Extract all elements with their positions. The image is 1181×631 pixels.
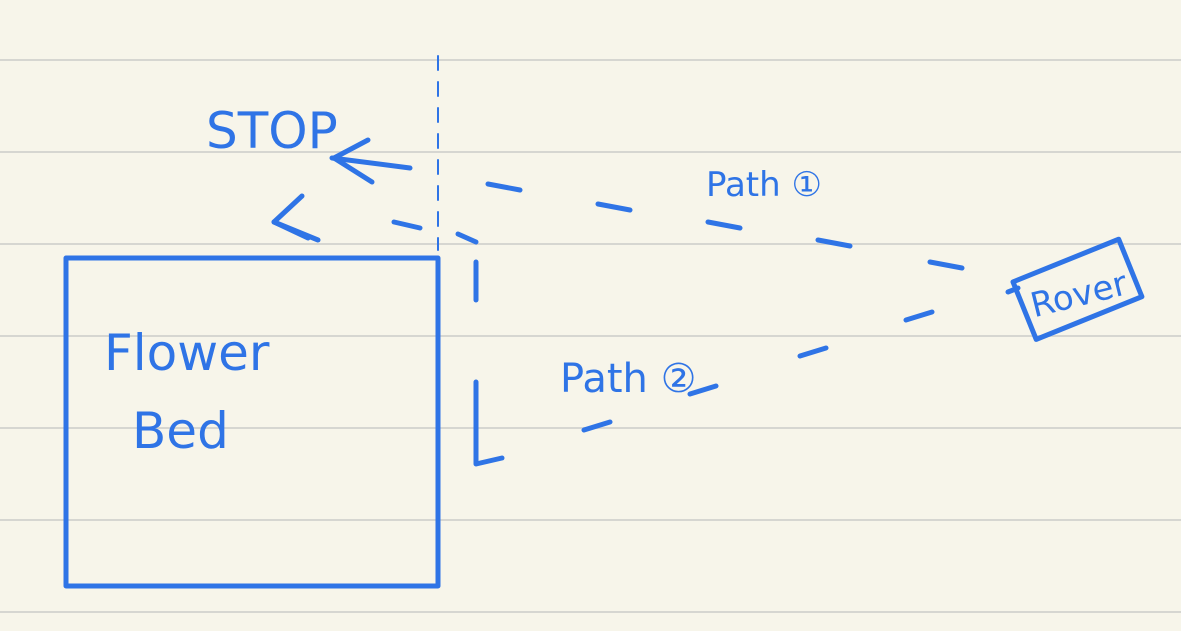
path-1-arrowhead bbox=[331, 137, 375, 185]
flower-bed-label-line1: Flower bbox=[104, 324, 270, 382]
path-2-arrowhead bbox=[271, 193, 311, 241]
path-2-corner-dash bbox=[455, 231, 479, 245]
rover-label: Rover bbox=[1027, 264, 1132, 327]
flower-bed-box bbox=[63, 255, 441, 589]
path-2-corner bbox=[473, 379, 505, 467]
path-2-label: Path ② bbox=[560, 356, 696, 402]
path-1-line bbox=[329, 155, 965, 271]
path-2-line bbox=[581, 285, 1021, 433]
rover-body bbox=[1010, 236, 1145, 342]
stop-label: STOP bbox=[206, 102, 338, 160]
flower-bed-label-line2: Bed bbox=[132, 402, 229, 460]
rover-box bbox=[1010, 236, 1145, 342]
path-1-label: Path ① bbox=[706, 165, 822, 205]
